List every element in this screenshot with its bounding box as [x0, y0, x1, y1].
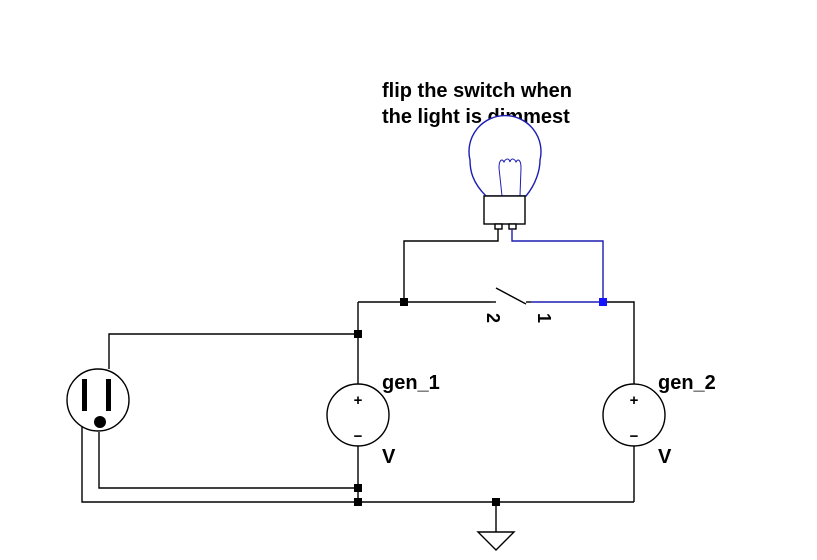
gen-2-name: gen_2	[658, 372, 716, 394]
light-bulb-icon[interactable]	[468, 114, 542, 230]
ground-icon[interactable]	[476, 531, 516, 551]
right-vertical-wire[interactable]	[603, 301, 635, 384]
outlet-ground-wire[interactable]	[81, 424, 634, 503]
junction-node[interactable]	[354, 330, 362, 338]
junction-node[interactable]	[354, 484, 362, 492]
junction-node[interactable]	[354, 498, 362, 506]
spdt-switch-icon[interactable]	[491, 287, 531, 305]
annotation-line-1: flip the switch when	[382, 80, 572, 102]
power-outlet-icon[interactable]	[66, 368, 130, 432]
bulb-wire-left[interactable]	[403, 229, 499, 302]
bulb-wire-right[interactable]	[511, 229, 604, 302]
outlet-neutral-wire[interactable]	[98, 432, 358, 489]
gen-1-unit: V	[382, 446, 396, 468]
switch-pin-2-label: 2	[483, 313, 503, 323]
gen-2-unit: V	[658, 446, 672, 468]
gen-1-minus: −	[354, 428, 363, 445]
voltage-source-icon[interactable]: + −	[326, 383, 390, 447]
gen-2-minus: −	[630, 428, 639, 445]
junction-node-selected[interactable]	[599, 298, 607, 306]
gen-2-plus: +	[630, 392, 639, 409]
outlet-hot-wire[interactable]	[108, 333, 358, 369]
switch-pin-1-label: 1	[534, 313, 554, 323]
gen-1-plus: +	[354, 392, 363, 409]
voltage-source-icon[interactable]: + −	[602, 383, 666, 447]
annotation-line-2: the light is dimmest	[382, 106, 570, 128]
junction-node[interactable]	[492, 498, 500, 506]
gen-1-name: gen_1	[382, 372, 440, 394]
junction-node[interactable]	[400, 298, 408, 306]
